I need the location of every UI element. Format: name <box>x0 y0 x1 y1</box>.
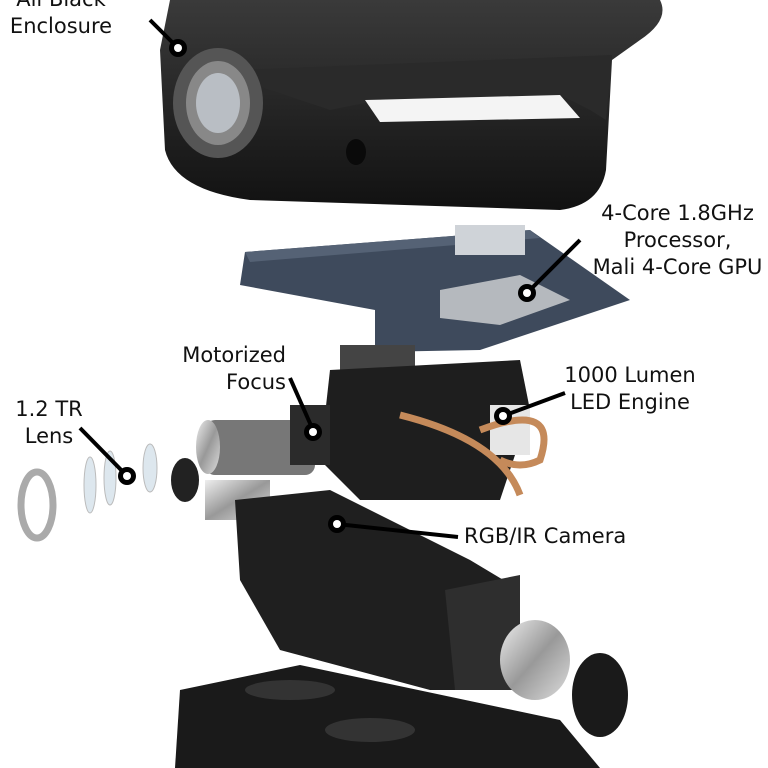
lower-housing-part <box>235 490 628 737</box>
callout-lens-line1: 1.2 TR <box>15 397 83 421</box>
enclosure-marker <box>169 39 187 57</box>
callout-enclosure: All Black Enclosure <box>2 0 120 40</box>
leader-lines <box>78 18 582 539</box>
callout-led-line2: LED Engine <box>570 390 690 414</box>
enclosure-part <box>160 0 663 210</box>
callout-focus-line2: Focus <box>226 370 286 394</box>
camera-marker <box>328 515 346 533</box>
callout-focus: Motorized Focus <box>160 342 286 396</box>
led-marker <box>494 407 512 425</box>
callout-led-line1: 1000 Lumen <box>564 363 696 387</box>
callout-camera: RGB/IR Camera <box>464 523 626 550</box>
lens-marker <box>118 467 136 485</box>
bottom-plate-part <box>175 665 600 768</box>
callout-enclosure-line1: All Black <box>2 0 120 13</box>
callout-enclosure-line2: Enclosure <box>9 14 113 38</box>
callout-focus-line1: Motorized <box>182 343 286 367</box>
focus-marker <box>304 423 322 441</box>
callout-processor-line3: Mali 4-Core GPU <box>592 255 763 279</box>
callout-markers <box>118 39 536 533</box>
callout-camera-line1: RGB/IR Camera <box>464 524 627 548</box>
processor-marker <box>518 284 536 302</box>
pcb-part <box>240 225 630 352</box>
callout-lens: 1.2 TR Lens <box>14 396 84 450</box>
callout-led: 1000 Lumen LED Engine <box>560 362 700 416</box>
callout-processor: 4-Core 1.8GHz Processor, Mali 4-Core GPU <box>585 200 768 281</box>
callout-processor-line2: Processor, <box>623 228 732 252</box>
callout-lens-line2: Lens <box>24 424 74 448</box>
callout-processor-line1: 4-Core 1.8GHz <box>601 201 754 225</box>
